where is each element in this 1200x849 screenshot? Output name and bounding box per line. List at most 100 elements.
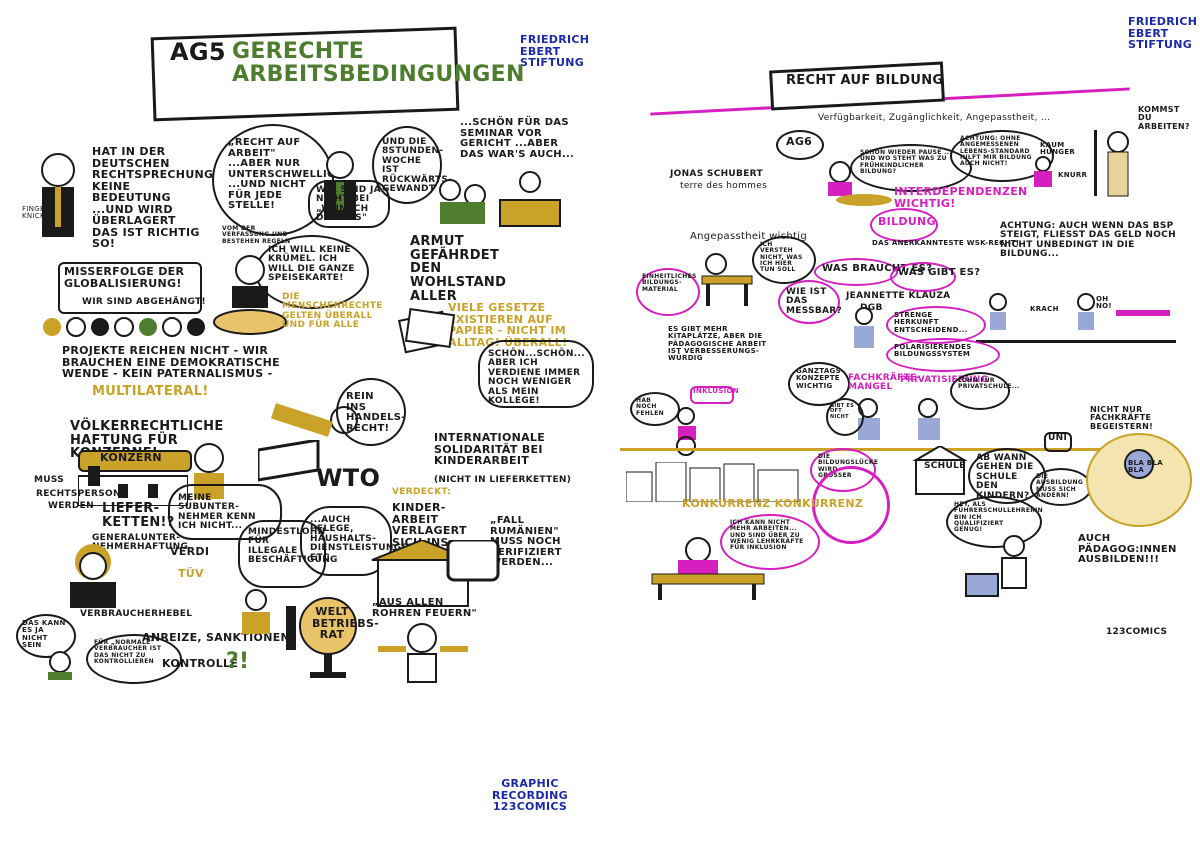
text-handelsrecht: REIN INS HANDELS-RECHT! xyxy=(346,391,406,434)
bubble-schoen xyxy=(478,340,594,408)
page-title-left: GERECHTE ARBEITSBEDINGUNGEN xyxy=(232,39,525,88)
text-ag6: AG6 xyxy=(786,135,813,148)
text-das-kann: DAS KANN ES JA NICHT SEIN xyxy=(22,619,66,650)
text-paedagogen: AUCH PÄDAGOG:INNEN AUSBILDEN!!! xyxy=(1078,533,1177,565)
runners-scene xyxy=(976,293,1176,343)
text-lieferketten-sub: (NICHT IN LIEFERKETTEN) xyxy=(434,475,572,485)
text-was-brauchst: WAS BRAUCHT ES? xyxy=(822,263,933,274)
debate-figures xyxy=(858,398,940,440)
sign-uni xyxy=(1044,432,1072,452)
text-solidaritaet: INTERNATIONALE SOLIDARITÄT BEI KINDERARB… xyxy=(434,431,546,468)
bubble-wenig-kraefte xyxy=(720,514,820,570)
bubble-8stunden xyxy=(372,126,442,204)
page-title-right: RECHT AUF BILDUNG xyxy=(786,73,944,88)
fes-logo-left: FRIEDRICH EBERT STIFTUNG xyxy=(520,33,590,70)
bubble-hab-noch xyxy=(630,392,680,426)
text-vom-der: VOM DER VERFASSUNG UND BESTEHEN REGELN xyxy=(222,225,291,245)
text-pflege: ...AUCH PFLEGE, HAUSHALTS-DIENSTLEISTUNG… xyxy=(310,515,416,563)
text-wto: WTO xyxy=(316,464,381,492)
bubble-handelsrecht xyxy=(336,378,406,446)
lecture-hall xyxy=(1086,433,1192,527)
text-verbraucher: VERBRAUCHERHEBEL xyxy=(80,609,193,619)
text-wunsch: WIR SIND JA NICHT BEI „WÜNSCH DIR WAS" xyxy=(316,185,381,224)
text-verdi: VERDI xyxy=(170,545,210,558)
text-8stunden: UND DIE 8STUNDEN-WOCHE IST RÜCKWÄRTS-GEW… xyxy=(382,137,453,195)
text-gesetze: VIELE GESETZE EXISTIEREN AUF PAPIER - NI… xyxy=(448,301,568,349)
text-nicht-fachkraefte: NICHT NUR FACHKRÄFTE BEGEISTERN! xyxy=(1090,405,1154,431)
speaker-figure xyxy=(324,151,356,220)
bubble-verstehen xyxy=(752,236,816,284)
city-skyline xyxy=(626,462,799,502)
bubble-fuer-normale xyxy=(86,634,182,684)
bubble-das-kann xyxy=(16,614,76,658)
text-kontrolle: KONTROLLE xyxy=(162,657,239,670)
text-kitaplaetze: ES GIBT MEHR KITAPLÄTZE, ABER DIE PÄDAGO… xyxy=(668,325,767,363)
text-was-gibt: WAS GIBT ES? xyxy=(898,267,981,278)
text-material: EINHEITLICHES BILDUNGS-MATERIAL xyxy=(642,273,697,293)
businessman-figure xyxy=(194,443,224,499)
text-konzern: KONZERN xyxy=(100,451,162,464)
text-knurr: KNURR xyxy=(1058,171,1088,179)
text-jonas: JONAS SCHUBERT xyxy=(670,169,763,179)
bubble-subunter xyxy=(168,484,282,540)
text-betriebsrat: WELT BETRIEBS-RAT xyxy=(312,605,380,642)
text-rohren: „AUS ALLEN ROHREN FEUERN" xyxy=(372,597,478,619)
text-signature-right: 123COMICS xyxy=(1106,627,1168,637)
cleaner-figure xyxy=(242,589,296,650)
text-verdeckt: VERDECKT: xyxy=(392,487,452,497)
text-lehrerin: HEY, ALS FÜHRERSCHULLEHRERIN BIN ICH QUA… xyxy=(954,501,1044,534)
judge-figure xyxy=(41,153,75,237)
poster-right: FRIEDRICH EBERT STIFTUNG RECHT AUF BILDU… xyxy=(600,0,1200,700)
text-rumaenien: „FALL RUMÄNIEN" MUSS NOCH VERIFIZIERT WE… xyxy=(490,515,562,568)
house-icon xyxy=(371,540,500,607)
text-dgb: DGB xyxy=(860,303,883,313)
text-generalunter: GENERALUNTER-NEHMERHAFTUNG xyxy=(92,533,189,553)
text-werden: WERDEN xyxy=(48,501,94,511)
text-kommst: KOMMST DU ARBEITEN? xyxy=(1138,105,1190,131)
bubble-ganztags xyxy=(788,362,850,406)
elderly-figure xyxy=(48,651,72,680)
bubble-was-gibt xyxy=(890,262,956,292)
sign-inklusion xyxy=(690,386,734,404)
text-hab-noch: HAB NOCH FEHLEN xyxy=(636,397,664,417)
text-kruemel: ICH WILL KEINE KRÜMEL. ICH WILL DIE GANZ… xyxy=(268,245,355,284)
text-projekte: PROJEKTE REICHEN NICHT - WIR BRAUCHEN EI… xyxy=(62,344,280,381)
text-wenig-kraefte: ICH KANN NICHT MEHR ARBEITEN... UND SIND… xyxy=(730,519,804,552)
badge-bildung xyxy=(870,208,938,242)
text-rechtsperson: RECHTSPERSON xyxy=(36,489,121,499)
text-fachkraefte: FACHKRÄFTE-MANGEL xyxy=(848,373,921,393)
text-achtung-ohne: ACHTUNG: OHNE ANGEMESSENEN LEBENS-STANDA… xyxy=(960,135,1032,168)
bread-figure xyxy=(213,255,287,335)
text-schule: SCHULE xyxy=(924,461,966,471)
text-multilateral: MULTILATERAL! xyxy=(92,384,209,399)
text-krach: KRACH xyxy=(1030,305,1059,313)
text-kontrolle-marks: ?! xyxy=(226,649,250,674)
farmer-figure xyxy=(1094,130,1129,197)
poster-left: FRIEDRICH EBERT STIFTUNG AG5 GERECHTE AR… xyxy=(0,0,600,700)
text-recht-arbeit: „RECHT AUF ARBEIT" ...ABER NUR UNTERSCHW… xyxy=(228,137,336,211)
text-bildung: BILDUNG xyxy=(878,215,936,228)
text-schoen: SCHÖN...SCHÖN... ABER ICH VERDIENE IMMER… xyxy=(488,349,585,407)
text-tuev: TÜV xyxy=(178,567,204,580)
text-muss: MUSS xyxy=(34,475,65,485)
bubble-lohn xyxy=(950,372,1010,410)
text-lieferketten: LIEFER-KETTEN!? xyxy=(102,501,175,530)
text-finger: FINGER KNICKEN xyxy=(22,205,56,221)
text-lohn: LOHN FÜR PRIVATSCHULE... xyxy=(958,377,1020,391)
text-bla: BLA BLA BLA xyxy=(1128,459,1163,475)
court-scene xyxy=(439,171,561,227)
text-jeannette: JEANNETTE KLAUZA xyxy=(846,291,951,301)
text-rechtsprechung: HAT IN DER DEUTSCHEN RECHTSPRECHUNG KEIN… xyxy=(92,145,214,251)
text-ganztags: GANZTAGS-KONZEPTE WICHTIG xyxy=(796,367,845,390)
text-oh-no: OH NO! xyxy=(1096,295,1112,311)
box-wunsch xyxy=(308,180,390,228)
fes-logo-right: FRIEDRICH EBERT STIFTUNG xyxy=(1128,15,1198,52)
text-schon-wieder: SCHON WIEDER PAUSE ... UND WO STEHT WAS … xyxy=(860,149,952,175)
text-achtung-bsp: ACHTUNG: AUCH WENN DAS BSP STEIGT, FLIEß… xyxy=(1000,221,1176,260)
teacher-figure xyxy=(854,307,874,348)
wheelchair-figure xyxy=(676,407,696,456)
text-uni: UNI xyxy=(1048,433,1068,443)
bubble-messbar xyxy=(778,280,840,324)
shooter-figure xyxy=(378,623,468,683)
text-polarisierendes: POLARISIERENDES BILDUNGSSYSTEM xyxy=(894,343,972,359)
